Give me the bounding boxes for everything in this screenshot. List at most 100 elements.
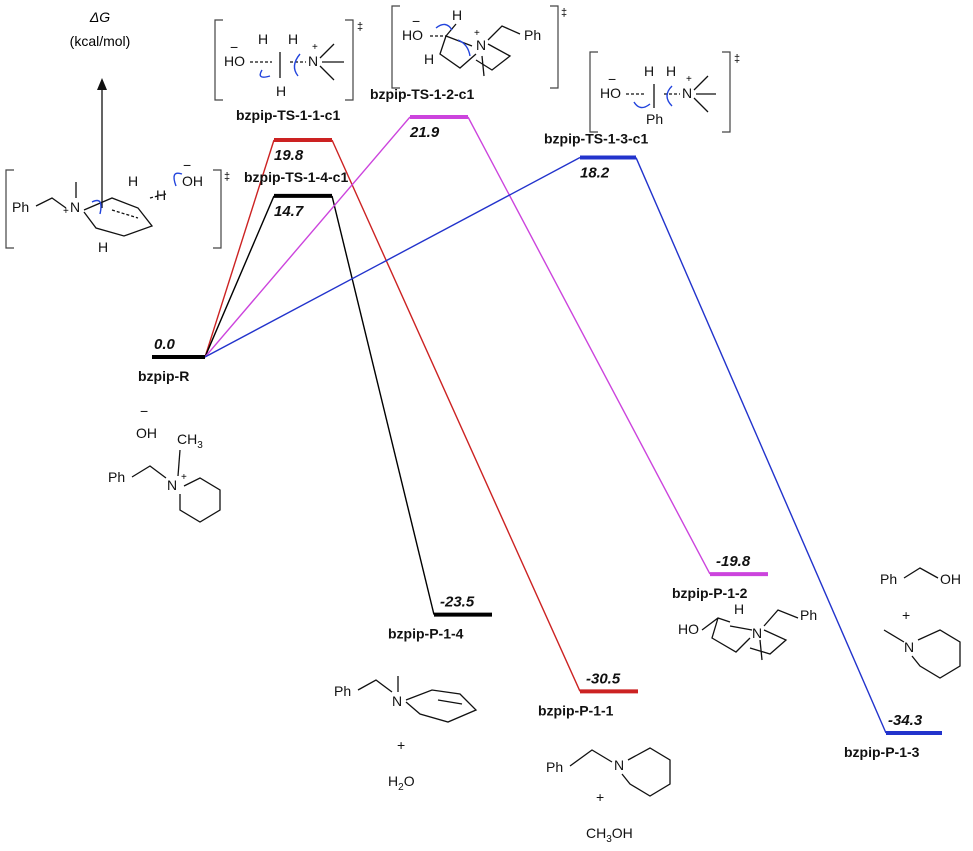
ts13-h1: H: [644, 63, 654, 79]
ts11-plus: +: [312, 42, 318, 53]
p11-structure: Ph N + CH3OH: [546, 747, 671, 845]
ts12-n: N: [476, 37, 486, 53]
ts14-oh: OH: [182, 173, 203, 189]
p12-n: N: [752, 625, 762, 641]
p14-ph: Ph: [334, 683, 351, 699]
level-value-ts11: 19.8: [274, 147, 304, 164]
connector-ts12-p12: [467, 116, 711, 575]
ts14-structure: ‡ Ph N + H H H OH −: [5, 157, 230, 255]
ts13-n-methyls: [693, 75, 716, 113]
level-value-ts12: 21.9: [409, 124, 440, 141]
ts14-arrow-2: [91, 199, 102, 215]
p13-oh: OH: [940, 571, 961, 587]
p13-ring: [911, 629, 961, 679]
energy-axis: ΔG (kcal/mol): [70, 9, 131, 208]
ts13-ho: HO: [600, 85, 621, 101]
level-label-ts11: bzpip-TS-1-1-c1: [236, 107, 340, 123]
reactant-methyl-bond: [177, 449, 181, 477]
level-label-ts12: bzpip-TS-1-2-c1: [370, 86, 474, 102]
level-label-ts13: bzpip-TS-1-3-c1: [544, 131, 648, 147]
p13-structure: Ph OH + N: [880, 567, 961, 679]
p13-benzyl-bond: [903, 567, 939, 579]
ts13-ph: Ph: [646, 111, 663, 127]
connector-r-ts11: [204, 139, 275, 358]
p14-ring: [405, 689, 478, 723]
p11-benzyl-bond: [569, 749, 613, 767]
ts12-ring-left: [439, 23, 477, 69]
ts12-h1: H: [452, 7, 462, 23]
ts11-arrow-1: [259, 69, 271, 78]
p12-structure: HO H N Ph: [678, 601, 817, 661]
ts13-minus: −: [608, 71, 616, 87]
p13-methyl-bond: [883, 629, 905, 643]
ts14-ch-break: [149, 193, 167, 199]
ts12-structure: ‡ − HO H H N + Ph: [391, 5, 567, 89]
ts12-bracket-left: [391, 5, 400, 89]
level-label-p13: bzpip-P-1-3: [844, 744, 920, 760]
ts13-bracket-right: [722, 51, 731, 133]
ts11-n-methyls: [319, 43, 344, 81]
ts14-ring: [83, 197, 154, 237]
level-label-p14: bzpip-P-1-4: [388, 626, 464, 642]
reactant-plus: +: [181, 472, 187, 483]
connector-r-ts13: [204, 156, 581, 358]
ts12-arrow-1: [435, 23, 453, 31]
ts14-n: N: [70, 199, 80, 215]
ts12-ho: HO: [402, 27, 423, 43]
level-value-ts14: 14.7: [274, 203, 304, 220]
reactant-benzyl-bond: [131, 465, 167, 479]
reactant-ring: [179, 477, 221, 523]
ts13-arrow-2: [666, 85, 673, 107]
connector-ts13-p13: [635, 157, 887, 734]
ts12-plus: +: [474, 28, 480, 39]
connector-r-ts14: [204, 195, 275, 358]
reactant-ph: Ph: [108, 469, 125, 485]
p12-ho: HO: [678, 621, 699, 637]
level-value-p11: -30.5: [586, 670, 621, 687]
p11-meoh: CH3OH: [586, 825, 633, 845]
ts11-bracket-right: [345, 19, 354, 101]
p12-h: H: [734, 601, 744, 617]
ts13-dagger: ‡: [734, 53, 740, 65]
p14-n: N: [392, 693, 402, 709]
ts13-arrow-1: [633, 101, 651, 109]
level-label-ts14: bzpip-TS-1-4-c1: [244, 169, 348, 185]
energy-levels: 0.0bzpip-R19.8bzpip-TS-1-1-c114.7bzpip-T…: [138, 86, 942, 760]
connector-ts14-p14: [331, 195, 435, 615]
p11-ph: Ph: [546, 759, 563, 775]
axis-unit: (kcal/mol): [70, 33, 131, 49]
p12-ring-left: [701, 617, 751, 653]
p14-double-bond: [437, 699, 463, 705]
ts12-bracket-right: [550, 5, 559, 89]
ts13-bracket-left: [589, 51, 598, 133]
ts14-plus: +: [63, 206, 69, 217]
ts13-n: N: [682, 85, 692, 101]
ts14-minus: −: [183, 157, 191, 173]
ts11-h3: H: [276, 83, 286, 99]
level-value-ts13: 18.2: [580, 165, 610, 182]
ts14-benzyl-bond: [35, 197, 67, 209]
connector-lines: [204, 116, 887, 734]
level-label-p12: bzpip-P-1-2: [672, 585, 748, 601]
ts14-arrow-1: [173, 172, 183, 187]
reactant-structure: − OH CH3 Ph N +: [108, 403, 221, 523]
connector-ts11-p11: [331, 139, 581, 692]
reactant-methyl: CH3: [177, 431, 203, 451]
ts14-h-top: H: [128, 173, 138, 189]
ts12-dagger: ‡: [561, 7, 567, 19]
ts11-ho: HO: [224, 53, 245, 69]
p14-water: H2O: [388, 773, 415, 793]
ts14-bracket-right: [213, 169, 222, 249]
axis-symbol: ΔG: [89, 9, 110, 25]
ts12-ring-right: [475, 25, 521, 77]
ts14-ph: Ph: [12, 199, 29, 215]
ts11-dagger: ‡: [357, 21, 363, 33]
ts13-h2: H: [666, 63, 676, 79]
p12-ph: Ph: [800, 607, 817, 623]
ts13-structure: ‡ − HO H H Ph N +: [589, 51, 740, 133]
ts14-partial-double: [111, 209, 139, 219]
axis-arrowhead: [97, 78, 107, 90]
level-label-p11: bzpip-P-1-1: [538, 702, 614, 718]
p14-structure: Ph N + H2O: [334, 676, 478, 793]
